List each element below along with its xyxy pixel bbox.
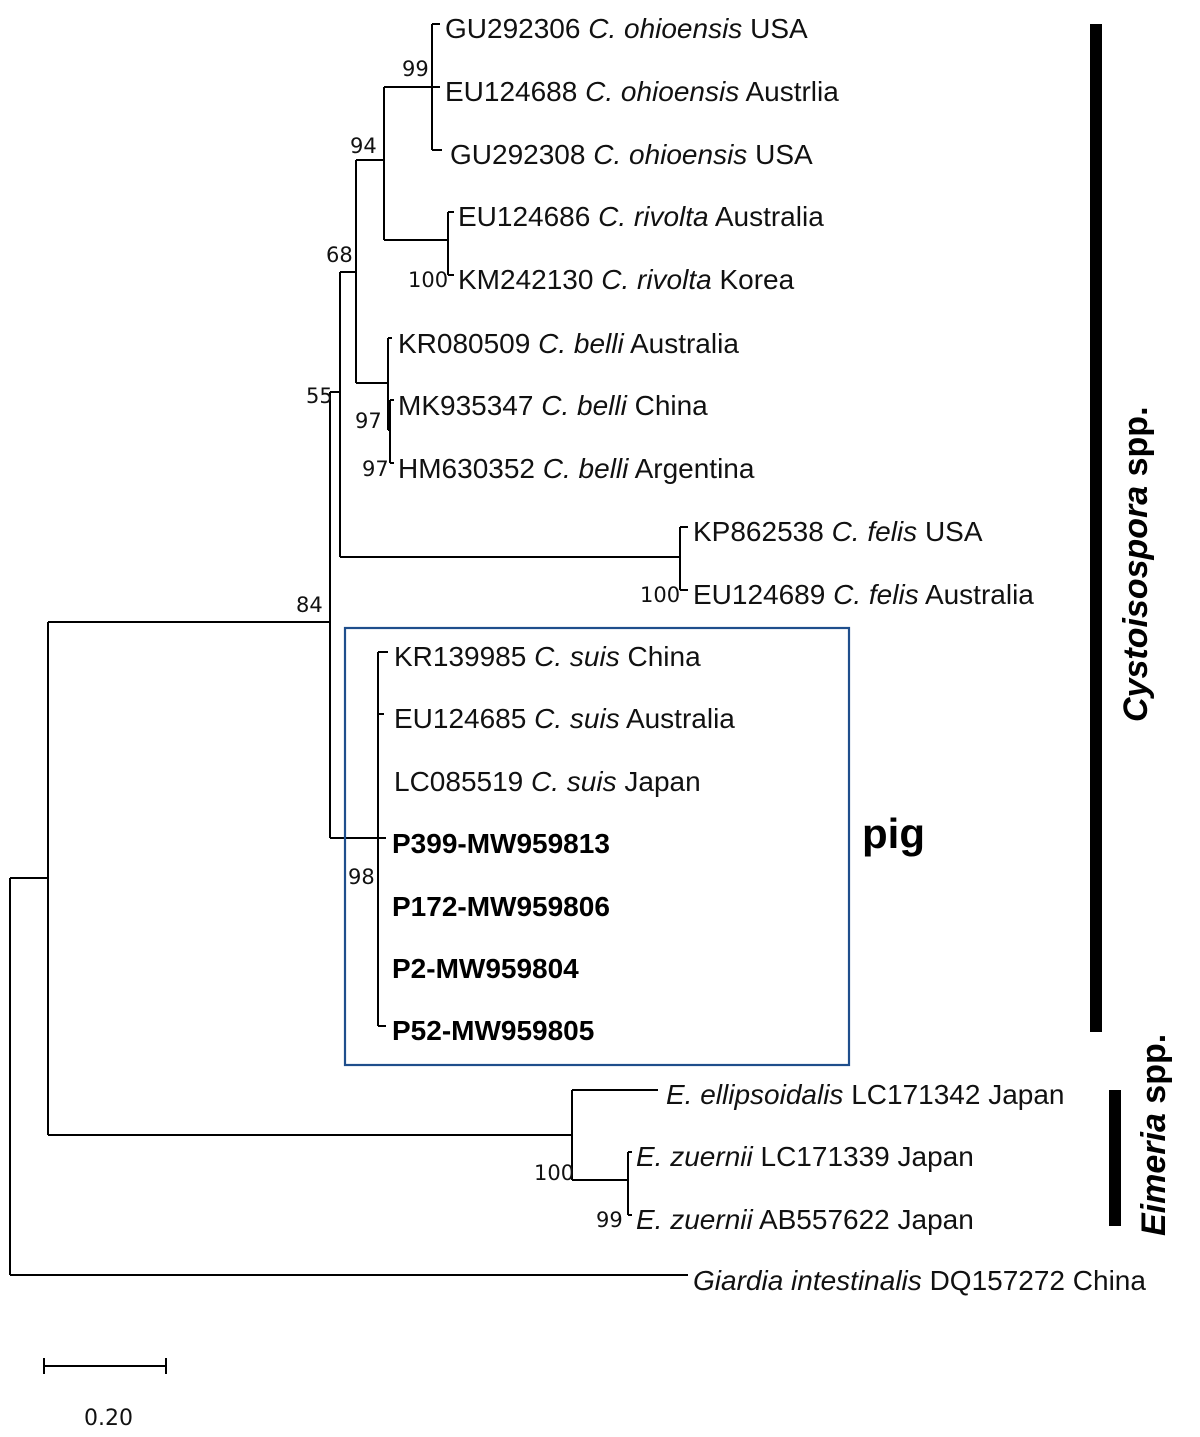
leaf-species: C. ohioensis — [593, 139, 747, 170]
group-label-eimeria: Eimeria spp. — [1135, 1034, 1173, 1236]
leaf-label: P399-MW959813 — [392, 828, 610, 859]
bootstrap-value: 100 — [640, 583, 680, 607]
leaf-species: C. rivolta — [601, 264, 711, 295]
scale-bar: 0.20 — [43, 1358, 167, 1431]
leaf-country: Japan — [624, 766, 700, 797]
leaf-label: E. ellipsoidalis LC171342 Japan — [666, 1079, 1065, 1110]
leaf-species: C. felis — [832, 516, 918, 547]
leaf-label: KR080509 C. belli Australia — [398, 328, 739, 359]
leaf-accession: EU124686 — [458, 201, 590, 232]
leaf-country: China — [627, 641, 701, 672]
bootstrap-value: 100 — [408, 268, 448, 292]
leaf-accession: LC085519 — [394, 766, 523, 797]
leaf-label: KM242130 C. rivolta Korea — [458, 264, 795, 295]
leaf-labels: GU292306 C. ohioensis USA EU124688 C. ohi… — [392, 13, 1146, 1296]
group-cystoisospora: Cystoisospora spp. — [1090, 24, 1155, 1032]
leaf-country: Australia — [626, 703, 735, 734]
leaf-label: E. zuernii LC171339 Japan — [636, 1141, 974, 1172]
leaf-accession: KR080509 — [398, 328, 530, 359]
leaf-accession: KP862538 — [693, 516, 824, 547]
bootstrap-value: 98 — [348, 865, 375, 889]
leaf-country: Australia — [630, 328, 739, 359]
leaf-label: HM630352 C. belli Argentina — [398, 453, 755, 484]
leaf-label: EU124688 C. ohioensis Austrlia — [445, 76, 839, 107]
leaf-label: P2-MW959804 — [392, 953, 579, 984]
leaf-species: C. belli — [543, 453, 629, 484]
leaf-country: China — [635, 390, 709, 421]
leaf-label: GU292308 C. ohioensis USA — [450, 139, 813, 170]
leaf-accession: MK935347 — [398, 390, 533, 421]
leaf-species: C. belli — [538, 328, 624, 359]
leaf-country: Japan — [988, 1079, 1064, 1110]
leaf-label: LC085519 C. suis Japan — [394, 766, 701, 797]
bootstrap-values: 99 94 68 100 97 97 55 100 84 98 100 99 — [296, 57, 680, 1232]
leaf-label: EU124689 C. felis Australia — [693, 579, 1034, 610]
leaf-species: C. ohioensis — [585, 76, 739, 107]
group-label-cystoisospora: Cystoisospora spp. — [1117, 406, 1155, 722]
leaf-country: USA — [750, 13, 808, 44]
leaf-accession: GU292306 — [445, 13, 580, 44]
leaf-country: China — [1073, 1265, 1147, 1296]
leaf-label: MK935347 C. belli China — [398, 390, 708, 421]
leaf-accession: EU124685 — [394, 703, 526, 734]
bootstrap-value: 99 — [402, 57, 429, 81]
leaf-country: Japan — [898, 1204, 974, 1235]
leaf-species: E. ellipsoidalis — [666, 1079, 843, 1110]
leaf-accession: EU124689 — [693, 579, 825, 610]
leaf-accession: DQ157272 — [930, 1265, 1065, 1296]
leaf-country: Korea — [719, 264, 794, 295]
leaf-country: Australia — [925, 579, 1034, 610]
group-bar-cystoisospora — [1090, 24, 1102, 1032]
leaf-label: GU292306 C. ohioensis USA — [445, 13, 808, 44]
leaf-species: C. rivolta — [598, 201, 708, 232]
leaf-species: C. suis — [534, 641, 620, 672]
bootstrap-value: 94 — [350, 134, 377, 158]
leaf-label: P172-MW959806 — [392, 891, 610, 922]
bootstrap-value: 84 — [296, 593, 323, 617]
leaf-accession: KM242130 — [458, 264, 593, 295]
leaf-species: C. suis — [534, 703, 620, 734]
leaf-label: P52-MW959805 — [392, 1015, 594, 1046]
pig-highlight-box — [343, 626, 851, 1067]
leaf-accession: HM630352 — [398, 453, 535, 484]
leaf-species: C. ohioensis — [588, 13, 742, 44]
leaf-species: Giardia intestinalis — [693, 1265, 922, 1296]
bootstrap-value: 100 — [534, 1161, 574, 1185]
leaf-label: E. zuernii AB557622 Japan — [636, 1204, 974, 1235]
leaf-accession: KR139985 — [394, 641, 526, 672]
leaf-label: KR139985 C. suis China — [394, 641, 701, 672]
leaf-label: EU124686 C. rivolta Australia — [458, 201, 824, 232]
group-eimeria: Eimeria spp. — [1109, 1034, 1173, 1236]
leaf-country: Argentina — [635, 453, 755, 484]
leaf-species: C. felis — [833, 579, 919, 610]
bootstrap-value: 55 — [306, 384, 333, 408]
leaf-accession: LC171339 — [761, 1141, 890, 1172]
leaf-label: EU124685 C. suis Australia — [394, 703, 735, 734]
bootstrap-value: 68 — [326, 243, 353, 267]
leaf-country: Japan — [898, 1141, 974, 1172]
leaf-species: C. suis — [531, 766, 617, 797]
leaf-species: E. zuernii — [636, 1204, 753, 1235]
group-bar-eimeria — [1109, 1090, 1121, 1226]
leaf-accession: EU124688 — [445, 76, 577, 107]
leaf-species: E. zuernii — [636, 1141, 753, 1172]
leaf-accession: AB557622 — [759, 1204, 890, 1235]
pig-label: pig — [862, 810, 925, 857]
bootstrap-value: 97 — [355, 409, 382, 433]
leaf-country: Austrlia — [745, 76, 839, 107]
leaf-accession: GU292308 — [450, 139, 585, 170]
leaf-species: C. belli — [541, 390, 627, 421]
leaf-country: Australia — [715, 201, 824, 232]
scale-bar-label: 0.20 — [84, 1406, 133, 1431]
leaf-country: USA — [755, 139, 813, 170]
leaf-country: USA — [925, 516, 983, 547]
bootstrap-value: 97 — [362, 457, 389, 481]
bootstrap-value: 99 — [596, 1208, 623, 1232]
tree-branches — [9, 23, 688, 1276]
leaf-accession: LC171342 — [851, 1079, 980, 1110]
leaf-label: KP862538 C. felis USA — [693, 516, 983, 547]
leaf-label: Giardia intestinalis DQ157272 China — [693, 1265, 1146, 1296]
